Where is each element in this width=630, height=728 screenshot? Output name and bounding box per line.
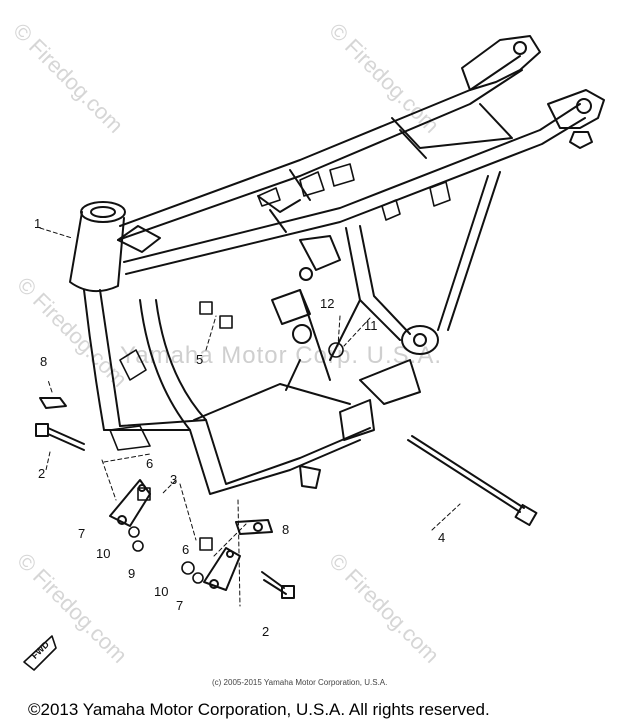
- callout-7-left: 7: [78, 526, 86, 541]
- callout-1: 1: [34, 216, 42, 231]
- callout-4: 4: [438, 530, 446, 545]
- down-tubes: [83, 289, 371, 495]
- callout-9: 9: [128, 566, 136, 581]
- upper-rails: [117, 55, 586, 275]
- leader-lines: [39, 227, 461, 607]
- bolt-2-right: [261, 571, 295, 599]
- part-8: [39, 397, 273, 535]
- callout-10-right: 10: [154, 584, 169, 599]
- callout-8-right: 8: [282, 522, 290, 537]
- callout-6-right: 6: [182, 542, 190, 557]
- small-hardware: [128, 301, 344, 584]
- bracket-7-right: [203, 547, 241, 591]
- callout-12: 12: [320, 296, 335, 311]
- cross-tubes: [257, 103, 513, 233]
- rail-tabs: [109, 163, 451, 451]
- callout-11: 11: [364, 318, 378, 333]
- bracket-7-left: [109, 479, 151, 527]
- callout-5: 5: [196, 352, 204, 367]
- callout-7-right: 7: [176, 598, 184, 613]
- head-tube: [69, 201, 161, 293]
- small-copyright: (c) 2005-2015 Yamaha Motor Corporation, …: [212, 678, 388, 687]
- callout-2-right: 2: [262, 624, 270, 639]
- callout-8-left: 8: [40, 354, 48, 369]
- bolt-4: [407, 435, 538, 527]
- callout-2-left: 2: [38, 466, 46, 481]
- copyright-notice: ©2013 Yamaha Motor Corporation, U.S.A. A…: [28, 700, 490, 719]
- callout-6-left: 6: [146, 456, 154, 471]
- engine-mounts: [271, 235, 361, 391]
- fwd-arrow: [23, 635, 57, 671]
- callout-10-left: 10: [96, 546, 111, 561]
- callout-3: 3: [170, 472, 178, 487]
- rear-tabs: [461, 35, 605, 149]
- watermark-center: Yamaha Motor Corp. U.S.A.: [120, 342, 442, 369]
- rear-uprights: [299, 171, 501, 489]
- bolt-2-left: [35, 423, 85, 451]
